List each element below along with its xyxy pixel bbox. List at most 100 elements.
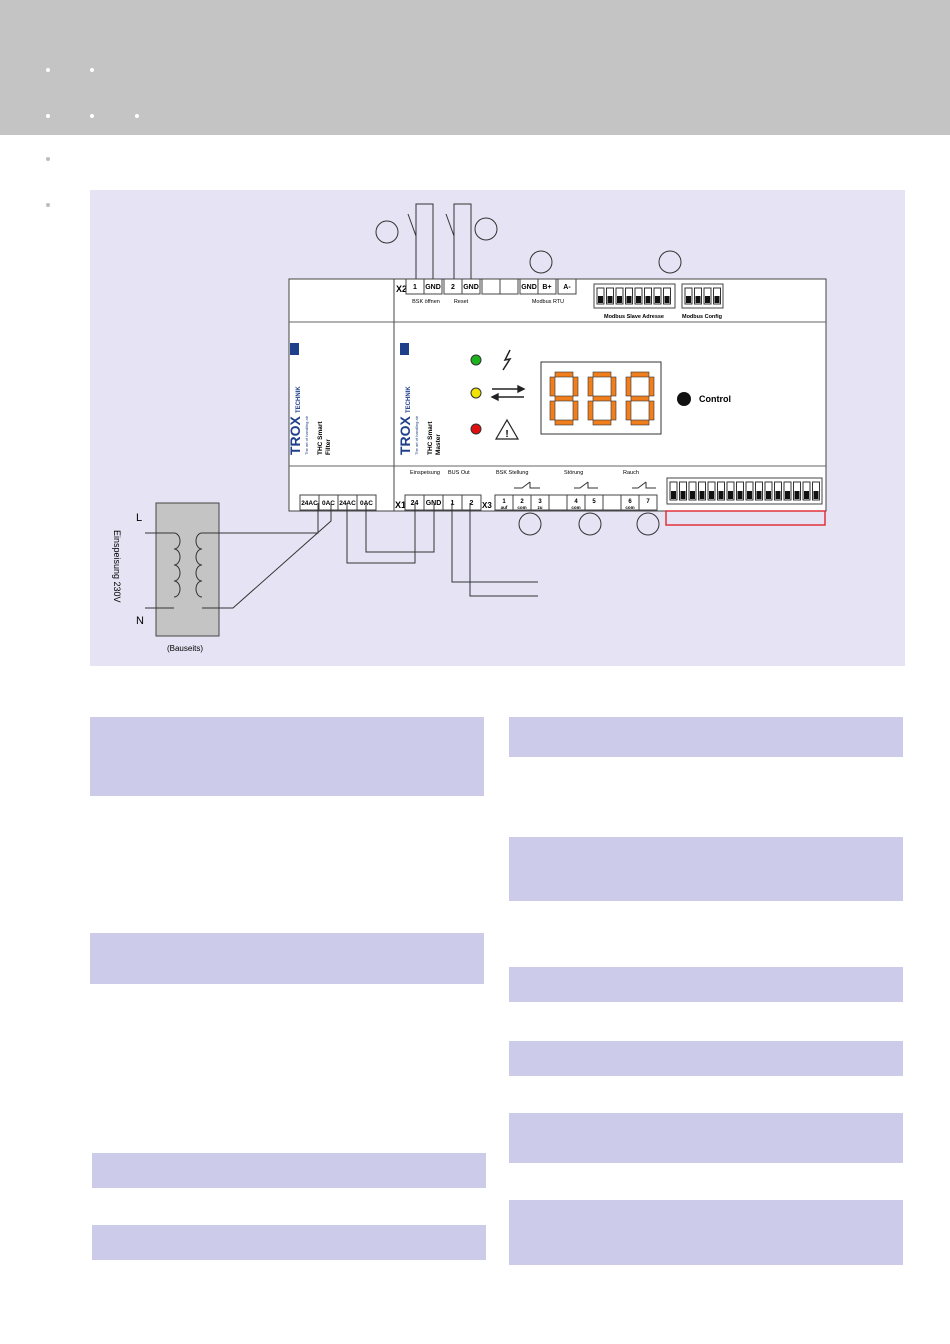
caption-box (509, 1113, 903, 1163)
x2-terminal (423, 278, 443, 295)
dip-switch-knob (664, 296, 670, 303)
svg-text:TECHNIK: TECHNIK (406, 386, 412, 413)
display-segment (554, 371, 574, 378)
header-bullet (46, 114, 50, 118)
einspeisung-label: Einspeisung (410, 470, 440, 476)
caption-box (90, 933, 484, 984)
x3-terminal-num: 2 (520, 499, 524, 505)
svg-text:TROX: TROX (397, 415, 413, 455)
dip-switch-knob (804, 491, 809, 499)
header-bullet (90, 114, 94, 118)
x2-terminal-label: 2 (451, 284, 455, 291)
dip-switch-knob (699, 491, 705, 499)
filter-terminal-label: 24AC (301, 500, 318, 507)
dip-switch-knob (671, 491, 676, 499)
dip-switch-knob (617, 296, 622, 303)
x3-terminal-num: 6 (628, 499, 632, 505)
control-button (677, 392, 691, 406)
x1-terminal-label: 1 (451, 500, 455, 507)
x3-terminal-num: 7 (646, 499, 650, 505)
x3-terminal-sub: com (517, 505, 526, 510)
filter-module (288, 278, 395, 512)
display-segment (648, 376, 655, 397)
header-bullet (90, 68, 94, 72)
x3-label: X3 (482, 501, 492, 510)
dip-switch-knob (626, 296, 632, 303)
filter-terminal-label: 0AC (322, 500, 335, 507)
display-segment (630, 419, 650, 426)
filter-terminal-label: 24AC (339, 500, 356, 507)
dip-switch-knob (709, 491, 714, 499)
x2-terminal-label: A- (563, 284, 571, 291)
display-segment (587, 400, 594, 421)
trox-logo-master: TROX TECHNIK The art of handling air THC… (397, 343, 442, 455)
display-segment (592, 395, 612, 402)
led-red (470, 423, 482, 435)
header-bullet (135, 114, 139, 118)
dip-switch-knob (756, 491, 762, 499)
x2-terminal-label: 1 (413, 284, 417, 291)
x2-terminal-label: GND (521, 284, 537, 291)
dip-switch-knob (686, 296, 691, 303)
display-segment (625, 400, 632, 421)
dip-switch-knob (655, 296, 660, 303)
svg-text:TECHNIK: TECHNIK (296, 386, 302, 413)
display-segment (549, 400, 556, 421)
list-bullet (46, 203, 50, 207)
dip-switch-knob (737, 491, 743, 499)
led-yellow (470, 387, 482, 399)
display-segment (554, 395, 574, 402)
dip-switch-knob (636, 296, 641, 303)
dip-switch-knob (680, 491, 686, 499)
x3-terminal-sub: com (625, 505, 634, 510)
bus-out-label: BUS Out (448, 470, 470, 476)
x2-terminal (557, 278, 577, 295)
svg-text:TROX: TROX (287, 415, 303, 455)
dip-switch-knob (705, 296, 710, 303)
filter-terminal-label: 0AC (360, 500, 373, 507)
warning-icon (494, 418, 520, 440)
x2-terminal-label: GND (425, 284, 441, 291)
x3-terminal (548, 494, 568, 511)
callout-circle (578, 512, 602, 536)
svg-text:Master: Master (435, 434, 442, 455)
line-label: L (136, 512, 142, 524)
x2-terminal (461, 278, 481, 295)
rauch-label: Rauch (623, 470, 639, 476)
bsk-oeffnen-label: BSK öffnen (412, 299, 440, 305)
x3-terminal-sub: zu (538, 505, 543, 510)
x3-terminal-num: 1 (502, 499, 506, 505)
dip-switch-knob (714, 296, 720, 303)
caption-box (509, 837, 903, 901)
display-segment (630, 371, 650, 378)
caption-box (509, 967, 903, 1002)
svg-text:THC Smart: THC Smart (317, 421, 324, 455)
dip-switch-knob (718, 491, 724, 499)
led-green (470, 354, 482, 366)
x2-terminal (499, 278, 519, 295)
modbus-config-label: Modbus Config (682, 314, 722, 320)
dip-switch-knob (785, 491, 790, 499)
callout-circle (529, 250, 553, 274)
x2-terminal-label: B+ (542, 284, 551, 291)
neutral-label: N (136, 615, 144, 627)
trox-logo-filter: TROX TECHNIK The art of handling air THC… (287, 343, 332, 455)
display-segment (625, 376, 632, 397)
dip-switch-knob (747, 491, 752, 499)
dip-switch-knob (775, 491, 781, 499)
caption-box (92, 1225, 486, 1260)
dip-switch-knob (645, 296, 651, 303)
display-segment (572, 400, 579, 421)
bsk-stellung-label: BSK Stellung (496, 470, 528, 476)
display-segment (630, 395, 650, 402)
dip-switch-knob (728, 491, 733, 499)
caption-box (509, 1041, 903, 1076)
callout-circle (474, 217, 498, 241)
caption-box (90, 717, 484, 796)
list-bullet (46, 157, 50, 161)
display-segment (572, 376, 579, 397)
dip-switch-knob (607, 296, 613, 303)
x3-terminal-sub: com (571, 505, 580, 510)
